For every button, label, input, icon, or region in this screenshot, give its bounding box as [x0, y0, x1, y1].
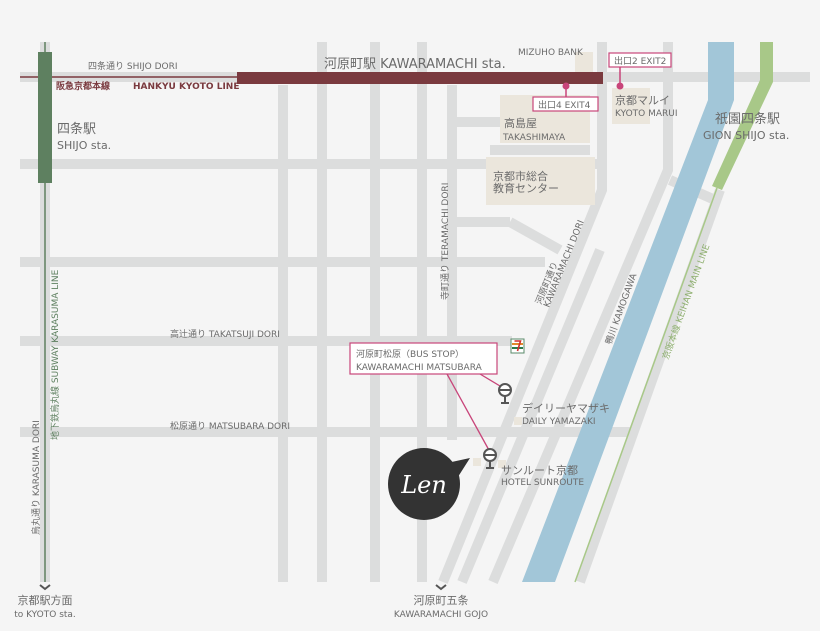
len-logo-text: Len	[400, 471, 447, 499]
station-shijo-en: SHIJO sta.	[57, 139, 111, 152]
building-yamazaki	[514, 417, 522, 425]
exit2-pin	[616, 82, 624, 90]
exit4-pin	[562, 82, 570, 90]
bus-stop-box	[349, 342, 498, 375]
landmark-mizuho: MIZUHO BANK	[518, 48, 584, 58]
bus-stop-label-en: KAWARAMACHI MATSUBARA	[356, 363, 483, 373]
street-label-karasuma: 烏丸通り KARASUMA DORI	[30, 420, 42, 535]
exit2-box	[608, 52, 672, 68]
bus-stop-label-jp: 河原町松原（BUS STOP）	[356, 348, 464, 360]
landmark-yamazaki-jp: デイリーヤマザキ	[522, 401, 610, 415]
exit4-marker: 出口4 EXIT4	[532, 82, 599, 112]
chevron-down-icon	[39, 584, 51, 591]
len-logo-marker: Len	[388, 448, 470, 520]
building-mizuho	[575, 52, 593, 72]
building	[498, 460, 506, 468]
bus-stop-pointer	[479, 373, 501, 387]
direction-kyoto-en: to KYOTO sta.	[14, 610, 76, 620]
direction-kyoto-jp: 京都駅方面	[18, 593, 73, 607]
landmark-yamazaki-en: DAILY YAMAZAKI	[522, 417, 596, 427]
landmark-sunroute-jp: サンルート京都	[501, 463, 578, 477]
bus-stop-pointer	[446, 373, 491, 453]
building-sunroute	[473, 458, 481, 466]
landmark-education-2: 教育センター	[493, 181, 559, 195]
exit2-marker: 出口2 EXIT2	[608, 52, 672, 90]
station-shijo-jp: 四条駅	[57, 121, 96, 137]
direction-kyoto-station: 京都駅方面 to KYOTO sta.	[14, 584, 76, 620]
subway-station-shijo	[38, 52, 52, 183]
road	[488, 42, 673, 584]
direction-gojo-jp: 河原町五条	[414, 593, 469, 607]
building-education-center	[486, 157, 595, 205]
building-marui	[612, 88, 650, 124]
hankyu-label-jp: 阪急京都本線	[56, 80, 110, 92]
station-gion-jp: 祇園四条駅	[715, 111, 780, 127]
chevron-down-icon	[435, 584, 447, 591]
exit4-label: 出口4 EXIT4	[538, 99, 591, 111]
exit2-label: 出口2 EXIT2	[614, 55, 666, 67]
subway-label: 地下鉄烏丸線 SUBWAY KARASUMA LINE	[49, 269, 61, 440]
exit4-box	[532, 96, 599, 112]
convenience-store-icon	[510, 338, 525, 354]
keihan-line	[574, 187, 718, 583]
river-kamogawa	[522, 42, 734, 582]
hankyu-line-station	[237, 72, 603, 84]
bus-stop-icon	[483, 448, 497, 469]
len-logo-circle	[388, 448, 460, 520]
landmark-sunroute-en: HOTEL SUNROUTE	[501, 478, 584, 488]
hankyu-label-en: HANKYU KYOTO LINE	[133, 82, 239, 92]
street-label-takatsuji: 高辻通り TAKATSUJI DORI	[170, 328, 280, 340]
direction-gojo-en: KAWARAMACHI GOJO	[394, 610, 488, 620]
landmark-education-1: 京都市総合	[493, 169, 548, 183]
road	[457, 248, 605, 584]
road	[507, 217, 563, 255]
landmark-takashimaya-en: TAKASHIMAYA	[502, 133, 566, 143]
landmark-takashimaya-jp: 高島屋	[504, 116, 537, 130]
landmark-marui-en: KYOTO MARUI	[615, 109, 678, 119]
direction-gojo: 河原町五条 KAWARAMACHI GOJO	[394, 584, 488, 620]
station-kawaramachi: 河原町駅 KAWARAMACHI sta.	[324, 57, 506, 72]
street-label-shijo: 四条通り SHIJO DORI	[88, 60, 178, 72]
street-label-matsubara: 松原通り MATSUBARA DORI	[170, 420, 290, 432]
street-label-teramachi: 寺町通り TERAMACHI DORI	[440, 183, 451, 300]
station-gion-en: GION SHIJO sta.	[703, 129, 789, 142]
road	[575, 188, 725, 584]
bus-stop-icon	[498, 383, 512, 404]
landmark-marui-jp: 京都マルイ	[615, 93, 670, 107]
keihan-line-underground	[712, 42, 773, 190]
road-kawaramachi	[438, 42, 607, 584]
